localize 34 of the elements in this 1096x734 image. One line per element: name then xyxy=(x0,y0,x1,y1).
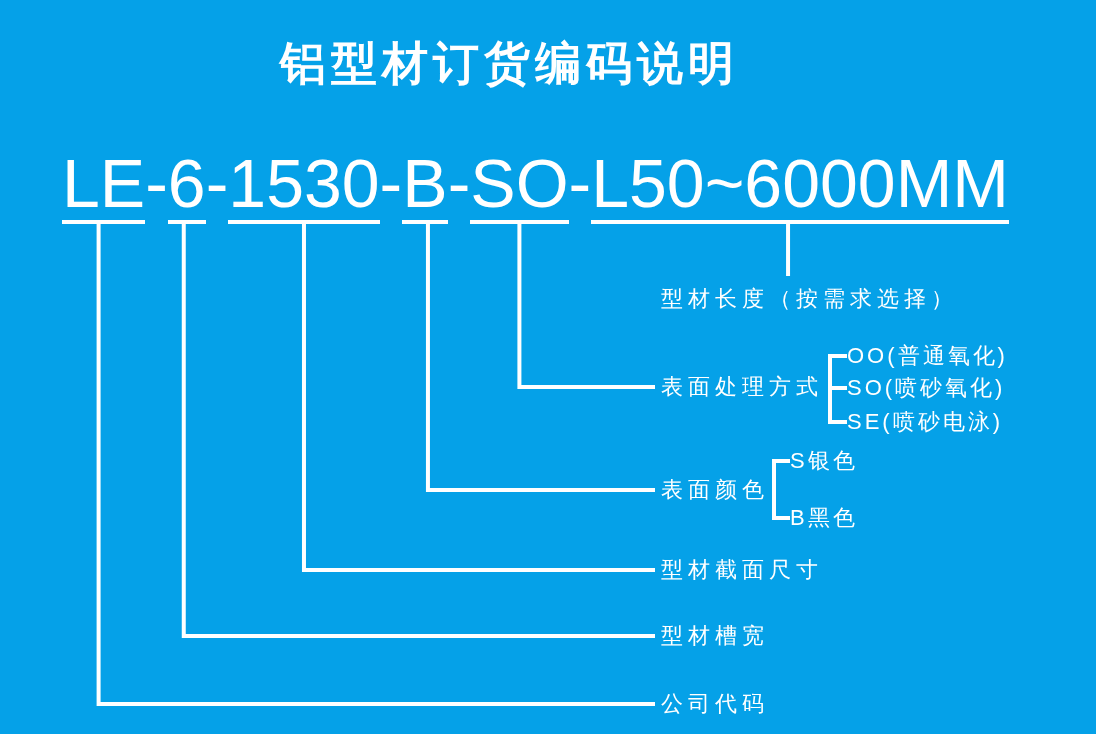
connector-line xyxy=(301,224,655,572)
underlined-code-segment: 6 xyxy=(167,149,206,224)
field-label: 表面颜色 xyxy=(655,475,774,505)
field-label: 公司代码 xyxy=(655,689,769,719)
option-label: S银色 xyxy=(790,446,858,476)
code-separator: - xyxy=(205,149,229,217)
connector-line xyxy=(425,224,655,492)
underlined-code-segment: B xyxy=(402,149,448,224)
field-label: 表面处理方式 xyxy=(655,372,830,402)
title: 铝型材订货编码说明 xyxy=(280,40,739,86)
underlined-code-segment: LE xyxy=(62,149,146,224)
field-label: 型材截面尺寸 xyxy=(655,555,823,585)
option-label: B黑色 xyxy=(790,503,858,533)
option-label: OO(普通氧化) xyxy=(847,341,1008,371)
bracket-line xyxy=(772,459,790,490)
connector-line xyxy=(517,224,655,389)
field-label: 型材长度（按需求选择） xyxy=(655,276,958,314)
underlined-code-segment: 1530 xyxy=(228,149,380,224)
underlined-code-segment: L50~6000MM xyxy=(591,149,1009,224)
bracket-line xyxy=(828,354,847,387)
bracket-line xyxy=(828,387,847,424)
connector-line xyxy=(181,224,655,638)
connector-line xyxy=(96,224,655,706)
bracket-line xyxy=(772,490,790,520)
option-label: SO(喷砂氧化) xyxy=(847,373,1006,403)
code-separator: - xyxy=(568,149,592,217)
code-separator: - xyxy=(379,149,403,217)
code-separator: - xyxy=(447,149,471,217)
bracket-line xyxy=(828,385,847,390)
underlined-code-segment: SO xyxy=(470,149,569,224)
connector-line xyxy=(786,224,791,276)
option-label: SE(喷砂电泳) xyxy=(847,407,1003,437)
code-separator: - xyxy=(145,149,168,217)
field-label: 型材槽宽 xyxy=(655,621,769,651)
